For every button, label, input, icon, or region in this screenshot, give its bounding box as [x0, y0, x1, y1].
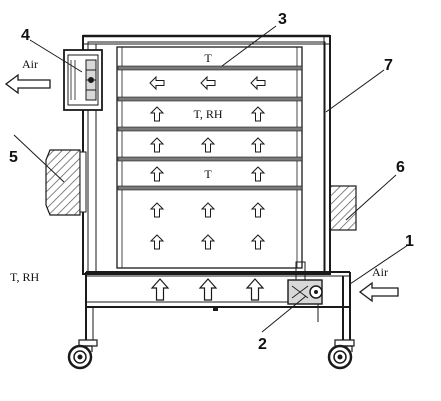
arrow-up-icon: [150, 137, 164, 153]
left-heater: [45, 149, 87, 216]
wheel-icon: [327, 344, 353, 370]
arrow-left-icon: [200, 76, 216, 90]
outside-t-rh-label: T, RH: [10, 270, 39, 284]
arrow-up-icon: [251, 137, 265, 153]
inlet-fan: [287, 279, 323, 322]
heater-icon: [329, 185, 357, 231]
air-in-label: Air: [372, 265, 388, 279]
shelf-5: [117, 185, 303, 191]
arrow-left-icon: [4, 73, 51, 95]
shelf-2: [117, 96, 303, 102]
arrow-up-icon: [201, 234, 215, 250]
heater-icon: [45, 149, 87, 216]
leader-lines: [13, 25, 409, 333]
cabinet-frame: [82, 34, 331, 275]
shelf-label-t-mid: T: [204, 167, 212, 181]
callout-6: 6: [396, 159, 405, 176]
shelf-label-t-rh: T, RH: [193, 107, 222, 121]
shelf-3: [117, 126, 303, 132]
arrow-up-icon: [150, 106, 164, 122]
arrow-up-icon: [150, 166, 164, 182]
callout-5: 5: [9, 149, 18, 166]
callout-3: 3: [278, 11, 287, 28]
arrow-left-icon: [149, 76, 165, 90]
callout-4: 4: [21, 27, 30, 44]
shelf-label-t-top: T: [204, 51, 212, 65]
arrow-up-icon: [251, 202, 265, 218]
arrow-up-icon: [150, 234, 164, 250]
callout-7: 7: [384, 57, 393, 74]
arrow-up-icon: [199, 278, 217, 301]
air-in-arrow: Air: [358, 265, 399, 303]
arrow-left-icon: [358, 281, 399, 303]
arrow-up-icon: [201, 137, 215, 153]
callout-2: 2: [258, 336, 267, 353]
air-out-label: Air: [22, 57, 38, 71]
arrow-up-icon: [251, 234, 265, 250]
fan-icon: [85, 59, 97, 101]
fan-icon: [287, 279, 323, 305]
arrow-up-icon: [201, 202, 215, 218]
arrow-up-icon: [150, 202, 164, 218]
shelf-1: [117, 65, 303, 71]
arrow-up-icon: [251, 166, 265, 182]
airflow-left-row: [149, 76, 266, 90]
arrow-left-icon: [250, 76, 266, 90]
arrow-up-icon: [151, 278, 169, 301]
wheel-icon: [67, 344, 93, 370]
wheel-left: [67, 344, 93, 370]
arrow-up-icon: [246, 278, 264, 301]
arrow-up-icon: [251, 106, 265, 122]
air-out-arrow: Air: [4, 57, 51, 95]
callout-1: 1: [405, 233, 414, 250]
wheel-right: [327, 344, 353, 370]
shelves: [117, 65, 303, 191]
legs: [78, 272, 355, 347]
shelf-4: [117, 156, 303, 162]
exhaust-fan-box: [63, 49, 103, 111]
right-heater: [329, 185, 357, 231]
